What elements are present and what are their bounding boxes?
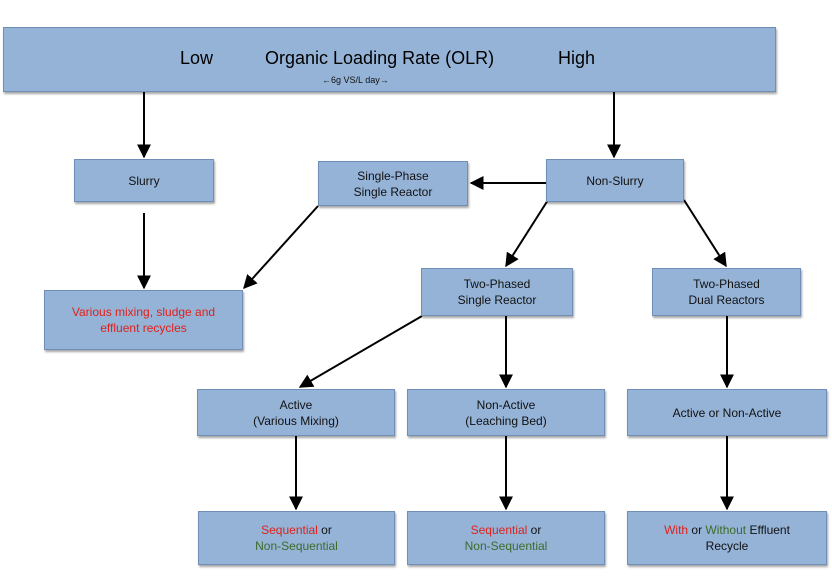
node-recycle-red: With	[664, 523, 689, 537]
node-seq2-line1: Sequential or	[471, 522, 542, 538]
node-active-line2: (Various Mixing)	[253, 413, 339, 428]
node-two-phased-single-line2: Single Reactor	[457, 293, 537, 307]
olr-threshold-label: ←6g VS/L day→	[322, 75, 389, 85]
node-seq2-red: Sequential	[470, 523, 528, 537]
arrow-single-phase-to-various	[243, 205, 319, 290]
node-recycle-green: Without	[705, 523, 747, 537]
node-recycle-line2: Recycle	[705, 539, 749, 553]
olr-low-label: Low	[180, 48, 214, 68]
node-non-slurry: Non-Slurry	[546, 159, 684, 202]
arrow-two-phased-single-to-active	[298, 315, 423, 388]
node-effluent-recycle: With or Without Effluent Recycle	[627, 511, 827, 565]
node-active-or-non-active: Active or Non-Active	[627, 389, 827, 436]
node-single-phase-line1: Single-Phase	[357, 168, 429, 183]
node-seq2-green: Non-Sequential	[464, 539, 548, 553]
node-active-or-non-label: Active or Non-Active	[672, 405, 782, 420]
node-single-phase: Single-Phase Single Reactor	[318, 161, 468, 206]
node-sequential-2: Sequential or Non-Sequential	[407, 511, 605, 565]
node-seq2-or: or	[527, 523, 542, 537]
node-active: Active (Various Mixing)	[197, 389, 395, 436]
node-two-phased-dual-line1: Two-Phased	[693, 277, 760, 291]
node-slurry: Slurry	[74, 159, 214, 202]
node-various-mixing: Various mixing, sludge and effluent recy…	[44, 290, 243, 350]
olr-high-label: High	[558, 48, 596, 68]
node-seq1-red: Sequential	[261, 523, 318, 537]
node-seq1-green: Non-Sequential	[255, 539, 338, 553]
node-two-phased-single-line1: Two-Phased	[463, 277, 531, 291]
node-non-active-line2: (Leaching Bed)	[465, 413, 547, 428]
node-non-slurry-label: Non-Slurry	[586, 173, 644, 188]
olr-banner	[3, 27, 776, 92]
node-active-line1: Active	[279, 397, 313, 412]
node-recycle-rest: Effluent	[746, 523, 790, 537]
node-various-line1: Various mixing, sludge and	[71, 305, 216, 319]
node-various-line2: effluent recycles	[100, 321, 187, 335]
node-recycle-or: or	[688, 523, 706, 537]
node-non-active: Non-Active (Leaching Bed)	[407, 389, 605, 436]
node-single-phase-line2: Single Reactor	[353, 184, 433, 199]
node-slurry-label: Slurry	[128, 173, 160, 188]
node-seq1-or: or	[317, 523, 332, 537]
arrow-non-slurry-to-two-phased-single	[505, 199, 549, 268]
node-seq1-line1: Sequential or	[261, 522, 332, 538]
node-recycle-line1: With or Without Effluent	[664, 522, 790, 538]
node-non-active-line1: Non-Active	[476, 397, 536, 412]
arrow-non-slurry-to-two-phased-dual	[683, 199, 727, 268]
olr-title: Organic Loading Rate (OLR)	[265, 48, 495, 68]
node-two-phased-single: Two-Phased Single Reactor	[421, 268, 573, 316]
node-two-phased-dual: Two-Phased Dual Reactors	[652, 268, 801, 316]
node-sequential-1: Sequential or Non-Sequential	[198, 511, 395, 565]
node-two-phased-dual-line2: Dual Reactors	[688, 293, 765, 307]
